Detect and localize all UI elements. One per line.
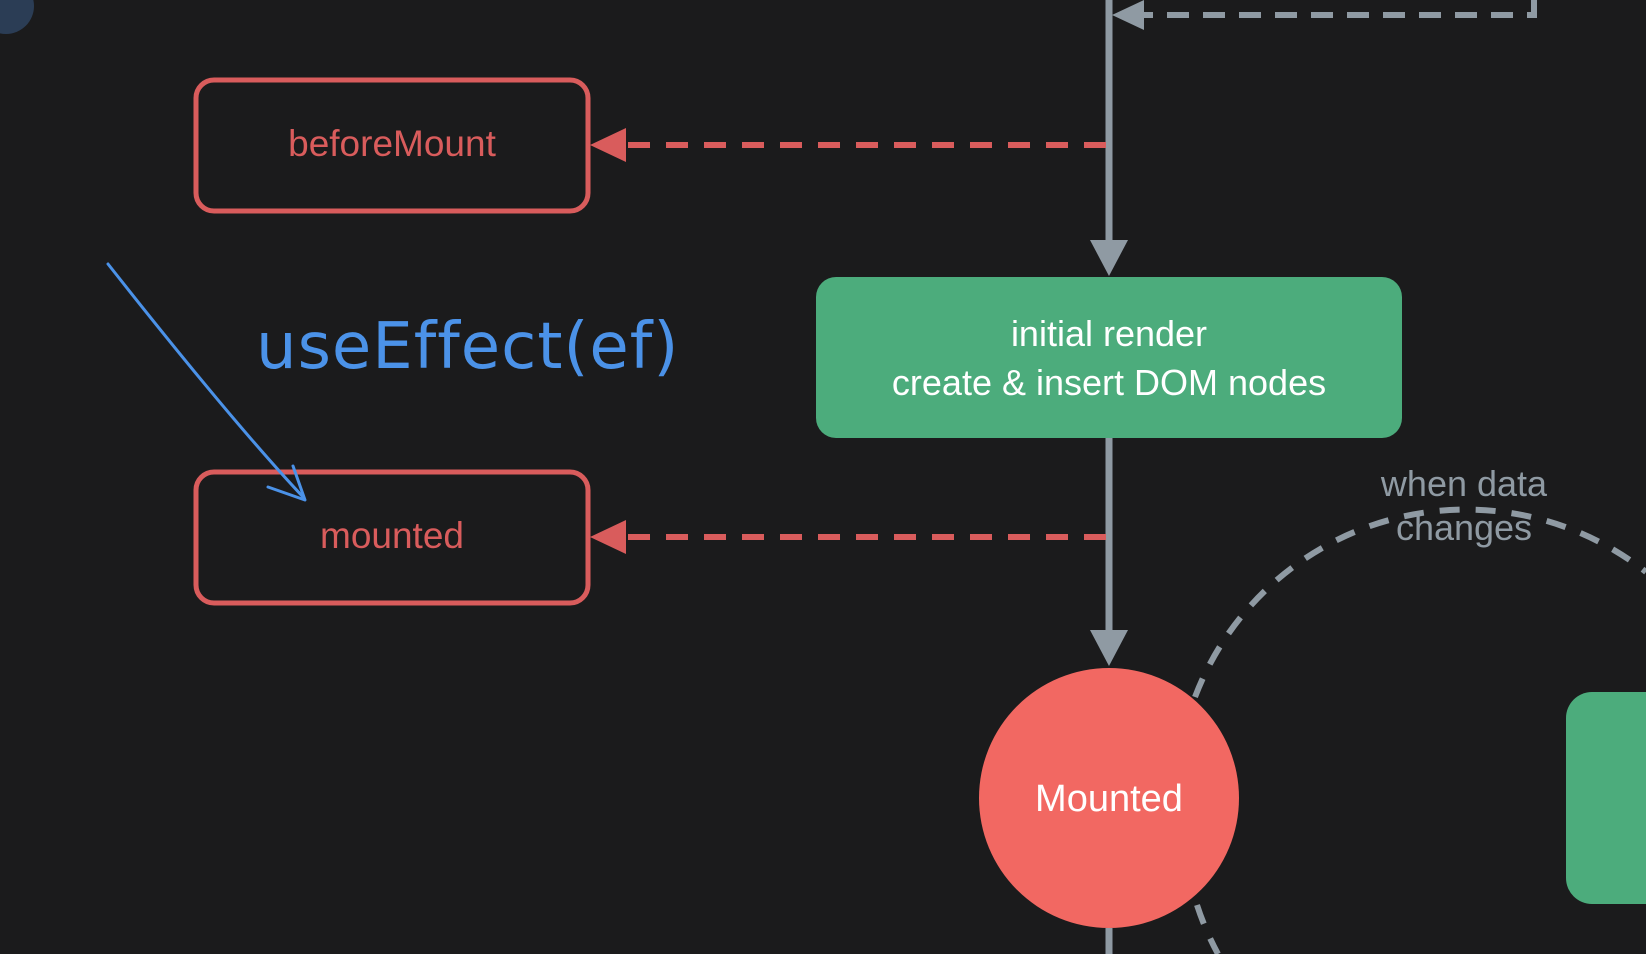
render-step-line1: initial render	[1011, 313, 1207, 354]
initial-render-step: initial render create & insert DOM nodes	[816, 277, 1402, 438]
main-flow-line	[1090, 0, 1128, 954]
update-loop-label-line1: when data	[1380, 463, 1548, 504]
mounted-state-node: Mounted	[979, 668, 1239, 928]
left-arrow-icon	[590, 520, 626, 554]
update-render-step-fragment	[1566, 692, 1646, 904]
render-step-line2: create & insert DOM nodes	[892, 362, 1326, 403]
before-mount-hook: beforeMount	[193, 77, 591, 214]
mounted-hook-label: mounted	[320, 515, 464, 556]
mounted-connector	[590, 520, 1106, 554]
mounted-state-label: Mounted	[1035, 778, 1183, 820]
down-arrow-icon	[1090, 630, 1128, 666]
left-arrow-icon	[590, 128, 626, 162]
mounted-hook: mounted	[193, 469, 591, 606]
useeffect-annotation: useEffect(ef)	[106, 262, 679, 502]
update-loop-label-line2: changes	[1396, 507, 1532, 548]
down-arrow-icon	[1090, 240, 1128, 276]
before-mount-label: beforeMount	[288, 123, 496, 164]
return-flow-arrow	[1112, 0, 1537, 30]
hand-drawn-arrow-icon	[106, 262, 307, 502]
before-mount-connector	[590, 128, 1106, 162]
annotation-text: useEffect(ef)	[256, 310, 679, 384]
corner-avatar-fragment	[0, 0, 34, 34]
